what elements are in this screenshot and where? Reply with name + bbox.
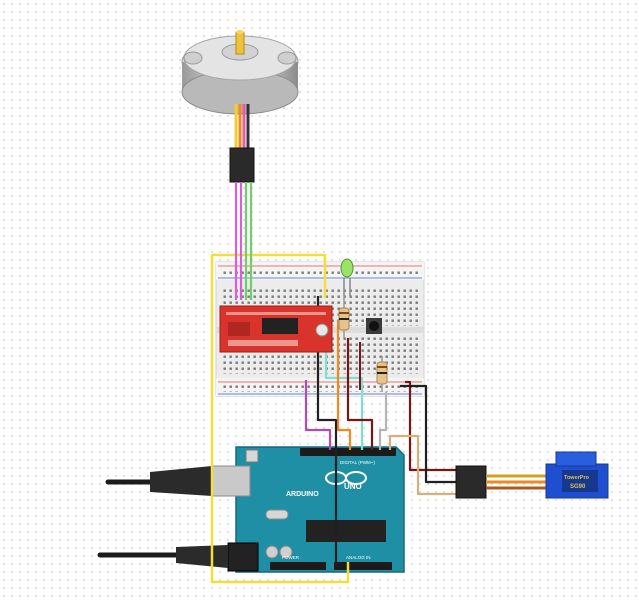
- atmega-chip: [306, 520, 386, 542]
- stepper-motor: [181, 30, 299, 115]
- usb-port: [211, 465, 251, 497]
- wire-black-gnd: [316, 296, 338, 565]
- power-label: POWER: [282, 555, 300, 560]
- wire-servo-signal: [388, 434, 458, 496]
- wire-yellow-loop: [210, 253, 350, 584]
- wire-orange: [336, 320, 352, 450]
- power-header: [270, 562, 326, 570]
- wire-darkred-1: [346, 338, 374, 450]
- stepper-driver-board: [219, 305, 333, 353]
- arduino-logo-text: ARDUINO: [286, 491, 319, 498]
- servo-cable: [486, 474, 548, 490]
- wire-servo-red: [405, 380, 458, 472]
- push-button: [366, 318, 382, 334]
- servo-motor: TowerPro SG90: [545, 451, 609, 499]
- motor-shaft: [235, 31, 245, 55]
- wire-servo-black: [400, 384, 458, 484]
- driver-chip: [262, 318, 298, 334]
- motor-connector: [229, 147, 255, 183]
- servo-brand-text: TowerPro: [564, 475, 590, 481]
- wire-lightgray: [378, 392, 388, 450]
- digital-label: DIGITAL (PWM~): [340, 460, 375, 465]
- arduino-model-text: UNO: [344, 482, 362, 491]
- servo-connector: [455, 465, 487, 499]
- reset-button: [245, 449, 259, 463]
- usb-cable: [105, 466, 212, 496]
- digital-header: [300, 448, 396, 456]
- servo-model-text: SG90: [570, 484, 586, 490]
- green-led: [340, 258, 354, 296]
- analog-label: ANALOG IN: [346, 555, 371, 560]
- resistor-2: [376, 356, 388, 392]
- motor-leads: [234, 104, 250, 148]
- wire-purple: [304, 380, 332, 450]
- power-cable: [97, 545, 228, 568]
- resistor-1: [338, 296, 350, 338]
- arduino-uno-board: ARDUINO UNO DIGITAL (PWM~) POWER ANALOG …: [211, 446, 405, 573]
- power-jack: [227, 542, 259, 572]
- wires: [210, 182, 458, 584]
- wire-cyan: [324, 352, 364, 450]
- analog-header: [334, 562, 392, 570]
